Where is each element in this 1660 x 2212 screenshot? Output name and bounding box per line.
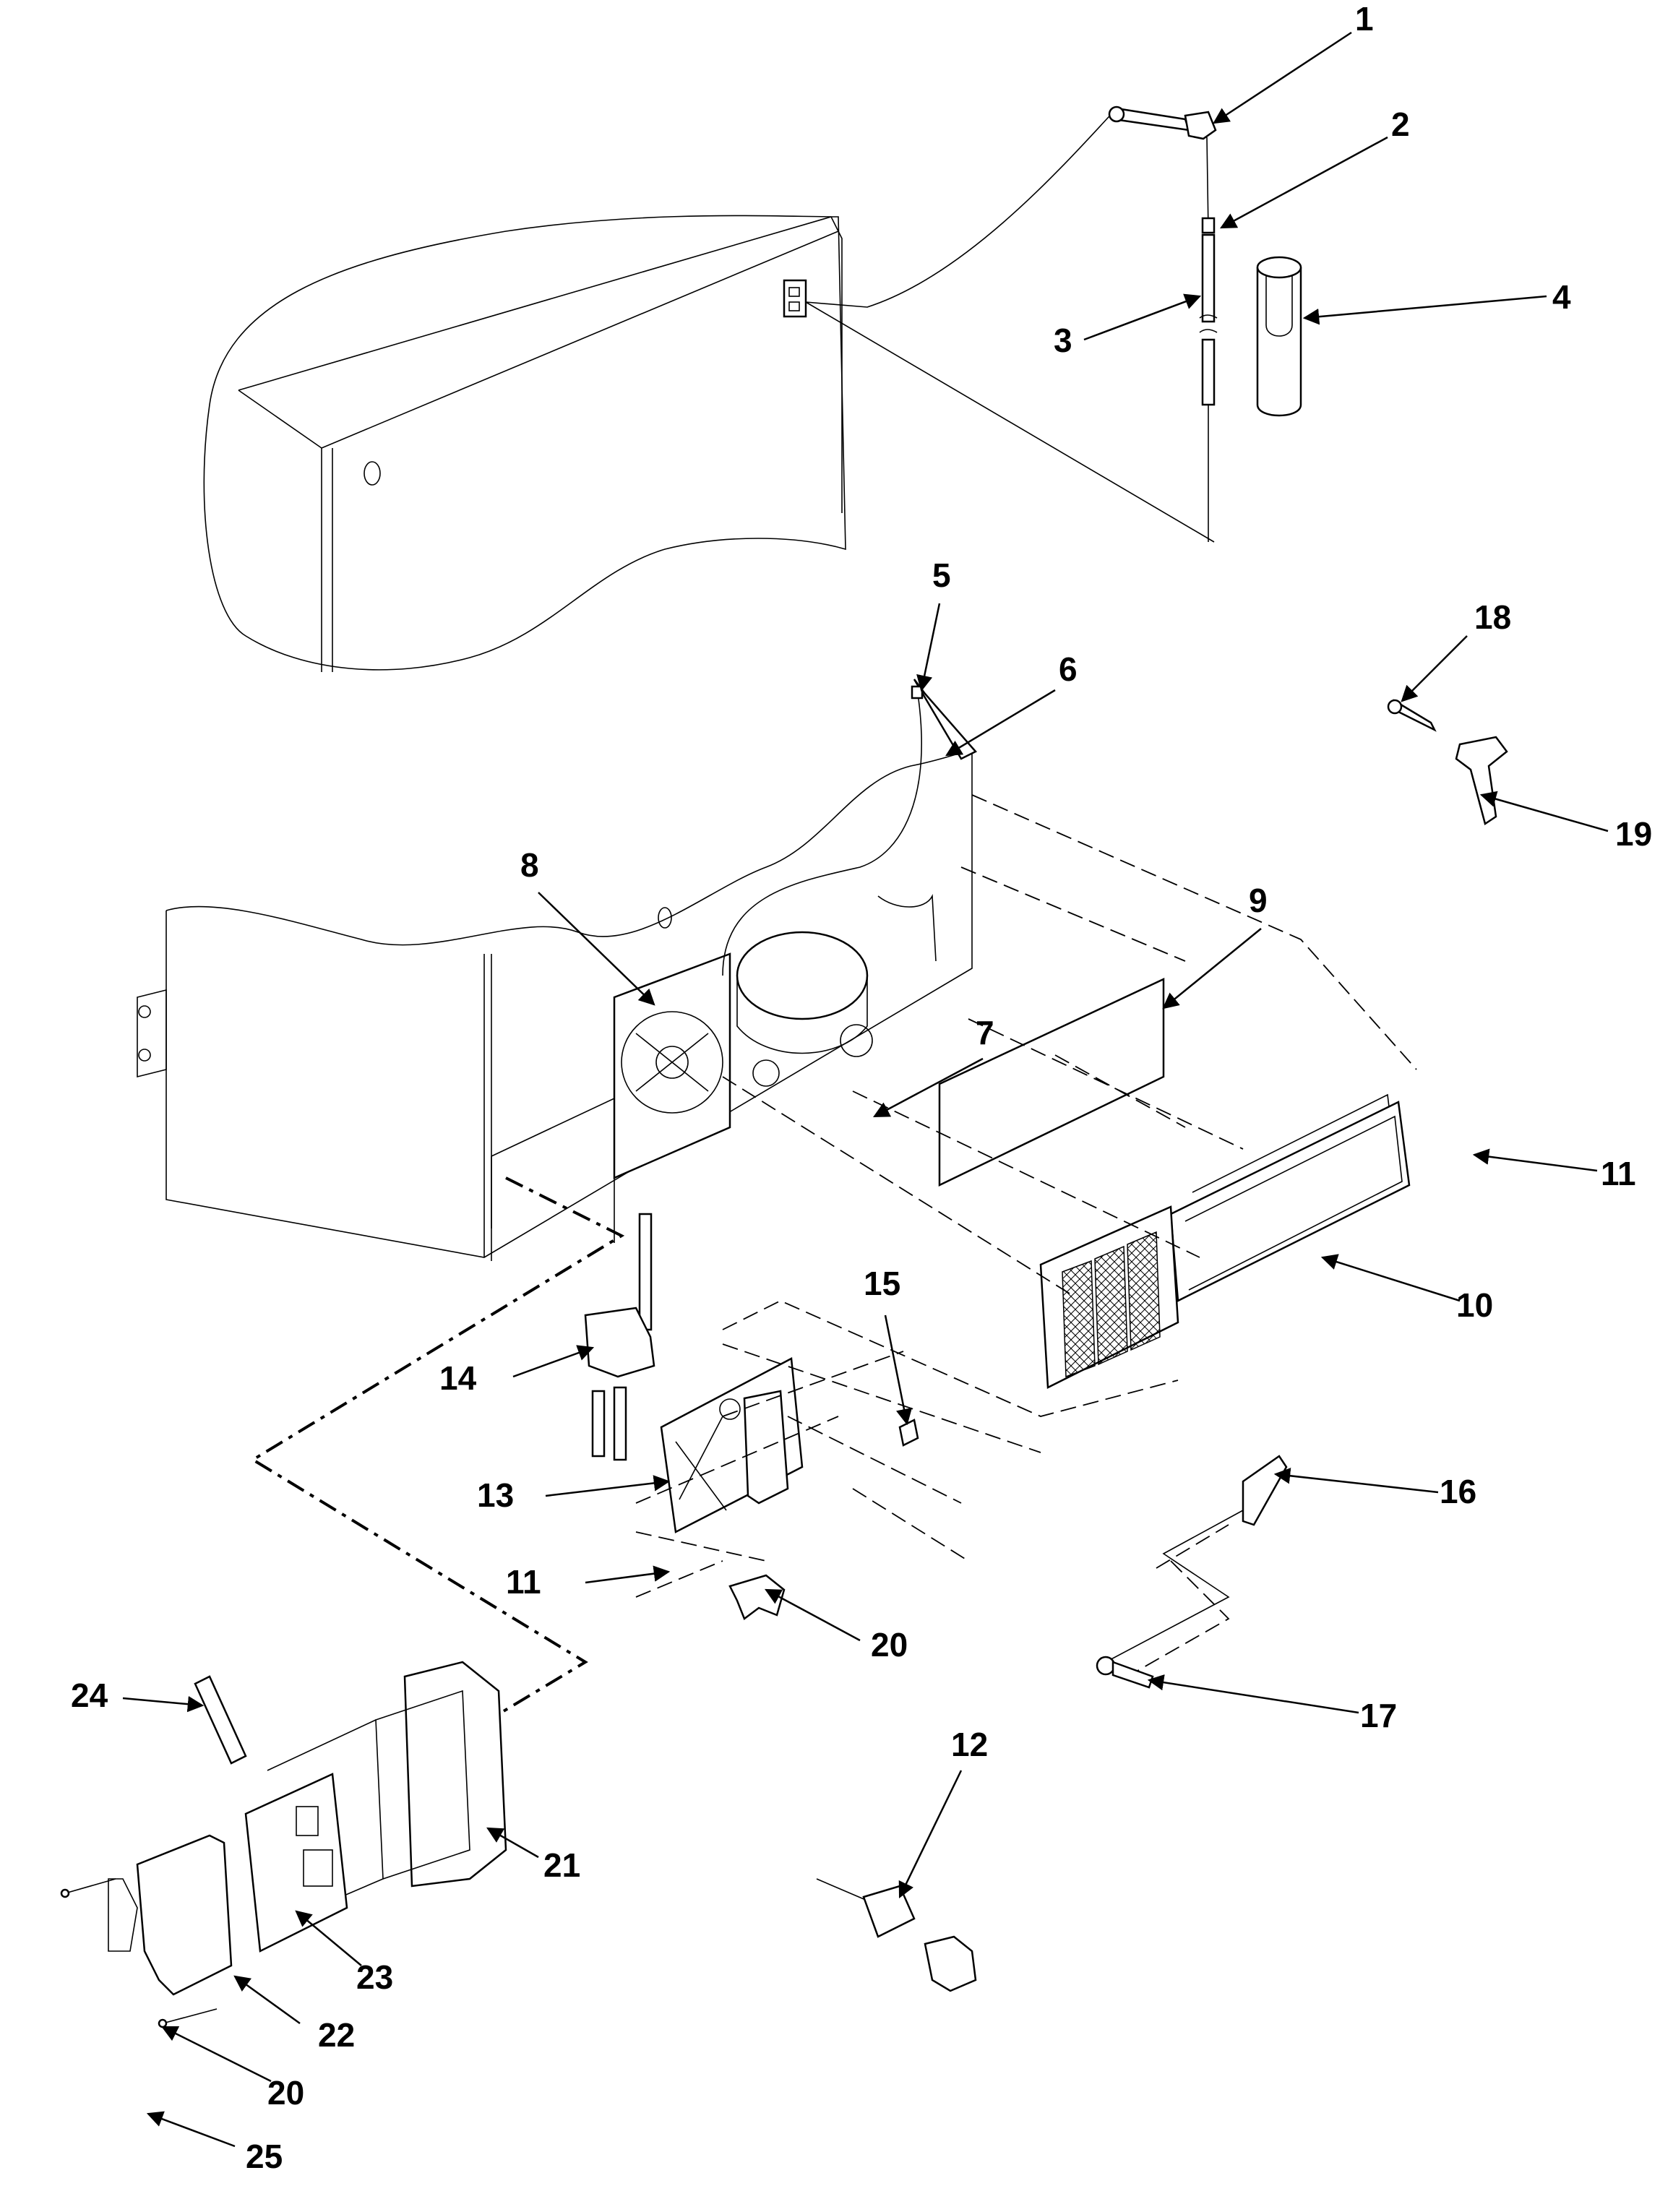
upper-cabinet-cutaway	[203, 108, 1215, 672]
callout-11-lower: 11	[506, 1563, 541, 1601]
callout-8: 8	[520, 846, 539, 884]
rear-access-cover	[1169, 1093, 1411, 1302]
callout-7: 7	[976, 1014, 994, 1051]
callout-20-lower: 20	[267, 2074, 304, 2112]
leader-23	[295, 1910, 362, 1966]
callout-13: 13	[477, 1476, 514, 1514]
assembly-guide-lines	[250, 794, 1417, 1729]
leader-17	[1147, 1674, 1359, 1714]
leader-15	[884, 1314, 913, 1426]
callout-22: 22	[318, 2016, 355, 2054]
callout-leaders	[122, 31, 1609, 2148]
wire-harness-connector	[194, 1675, 247, 1765]
insulation-panel	[938, 978, 1165, 1187]
leader-22	[233, 1975, 301, 2025]
leader-25	[146, 2111, 236, 2148]
callout-14: 14	[439, 1359, 477, 1397]
leader-1	[1213, 31, 1352, 124]
callout-9: 9	[1249, 882, 1268, 919]
callout-16: 16	[1440, 1473, 1476, 1510]
callout-18: 18	[1474, 598, 1511, 636]
filter-valve	[1096, 1656, 1154, 1689]
callout-labels: 1 2 3 4 5 6 7 8 9 10 11 11 12 13 14 15 1…	[71, 0, 1652, 2175]
callout-19: 19	[1615, 815, 1652, 853]
callout-4: 4	[1552, 278, 1571, 316]
callout-10: 10	[1456, 1286, 1493, 1324]
callout-3: 3	[1054, 322, 1072, 359]
leader-20b	[160, 2026, 272, 2083]
leader-12	[898, 1770, 963, 1899]
water-valve	[584, 1213, 655, 1461]
electronic-control-housing	[267, 1661, 507, 1923]
callout-21: 21	[543, 1846, 580, 1884]
leader-8	[538, 892, 655, 1006]
leader-24	[122, 1695, 205, 1713]
leader-10	[1320, 1254, 1461, 1302]
leader-2	[1220, 136, 1388, 229]
leader-7	[873, 1057, 984, 1118]
cord-retainer	[728, 1574, 786, 1620]
callout-25: 25	[246, 2138, 283, 2175]
control-mounting-plate	[660, 1357, 804, 1533]
callout-24: 24	[71, 1677, 108, 1714]
water-filter-adapter	[816, 1878, 977, 1992]
leader-3	[1083, 293, 1202, 341]
leader-11a	[1472, 1148, 1598, 1172]
control-bracket	[108, 1834, 233, 1996]
lower-cabinet	[137, 679, 978, 1261]
control-board	[244, 1773, 348, 1953]
callout-6: 6	[1059, 650, 1078, 688]
lower-grille	[1039, 1205, 1179, 1389]
leader-19	[1479, 791, 1609, 832]
leader-21	[486, 1827, 539, 1859]
callout-17: 17	[1360, 1697, 1397, 1734]
leader-5	[916, 603, 941, 692]
callout-12: 12	[951, 1726, 988, 1763]
leader-13	[545, 1475, 671, 1497]
wire-clip	[898, 1419, 919, 1447]
callout-23: 23	[356, 1958, 393, 1996]
callout-15: 15	[864, 1265, 900, 1302]
compressor	[736, 931, 873, 1087]
screws	[60, 1878, 218, 2028]
water-inlet-fitting	[1387, 699, 1508, 826]
callout-20-center: 20	[871, 1626, 908, 1664]
leader-11b	[585, 1565, 671, 1584]
leader-16	[1273, 1468, 1439, 1494]
leader-9	[1162, 928, 1262, 1010]
callout-2: 2	[1391, 106, 1410, 143]
leader-14	[512, 1345, 595, 1378]
leader-6	[945, 689, 1056, 757]
leader-18	[1401, 635, 1468, 702]
callout-1: 1	[1355, 0, 1374, 38]
callout-11-upper: 11	[1601, 1155, 1636, 1192]
foam-sleeve	[1256, 256, 1302, 417]
leader-20a	[765, 1588, 861, 1642]
leader-4	[1302, 295, 1547, 325]
callout-5: 5	[932, 556, 951, 594]
water-line-assembly	[1108, 106, 1218, 542]
door-hinge-bracket	[783, 279, 807, 318]
condenser-fan-motor-bracket	[613, 952, 731, 1179]
filter-cap	[1105, 1455, 1288, 1663]
